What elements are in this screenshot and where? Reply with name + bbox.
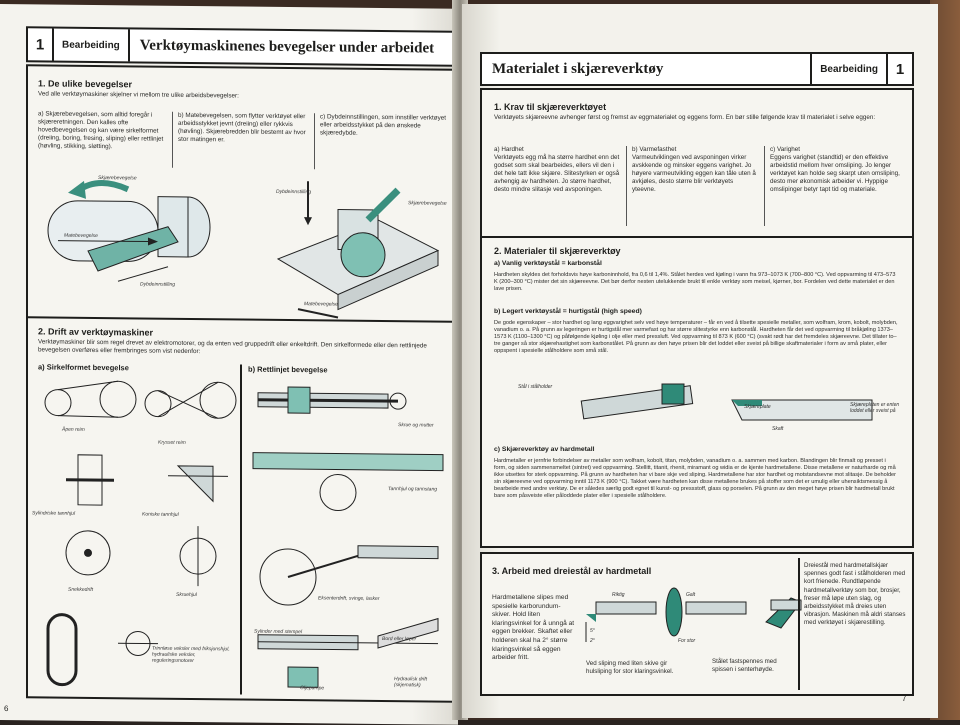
- label-riktig: Riktig: [612, 592, 625, 598]
- section-intro: Verktøyets skjæreevne avhenger først og …: [494, 114, 899, 122]
- page-number: 6: [4, 704, 8, 713]
- label-skruehjul: Skruehjul: [176, 592, 197, 598]
- left-content-frame: 1. De ulike bevegelser Ved alle verktøym…: [26, 64, 456, 703]
- subheading-hard-metal: c) Skjæreverktøy av hardmetall: [494, 446, 595, 453]
- page-number: 7: [902, 694, 906, 703]
- label-trinnlose-veksler: Trinnløse veksler med friksjonshjul, hyd…: [152, 646, 232, 665]
- column-divider: [626, 146, 627, 226]
- label-dybdeinnstilling-2: Dybdeinnstilling: [276, 189, 311, 195]
- requirement-hardness: a) Hardhet Verktøyets egg må ha større h…: [494, 146, 620, 194]
- chapter-number: 1: [888, 54, 912, 84]
- label-oljepumpe: Oljepumpe: [300, 685, 324, 691]
- subheading-circular: a) Sirkelformet bevegelse: [38, 362, 129, 372]
- right-page-header: Materialet i skjæreverktøy Bearbeiding 1: [480, 52, 914, 86]
- movement-b-text: b) Matebevegelsen, som flytter verktøyet…: [178, 112, 306, 145]
- label-krysset-reim: Krysset reim: [158, 440, 186, 446]
- section-divider: [28, 316, 454, 322]
- section-divider: [482, 236, 912, 238]
- text-carbon-steel: Hardheten skyldes det forholdsvis høye k…: [494, 272, 899, 293]
- requirement-heat-resistance: b) Varmefasthet Varmeutviklingen ved avs…: [632, 146, 758, 194]
- column-divider: [240, 365, 242, 695]
- column-divider: [172, 112, 173, 168]
- section3-frame: 3. Arbeid med dreiestål av hardmetall Ha…: [480, 552, 914, 696]
- chapter-number: 1: [28, 28, 54, 60]
- label-matebevegelse: Matebevegelse: [64, 233, 98, 239]
- left-page-header: 1 Bearbeiding Verktøymaskinenes bevegels…: [26, 26, 456, 67]
- label-skjaerebevegelse: Skjærebevegelse: [98, 175, 137, 181]
- label-sidenote-plate: Skjæreplaten er enten loddet eller sveis…: [850, 402, 906, 414]
- label-bord-eller-loper: Bord eller løper: [382, 636, 416, 642]
- section-heading: 2. Drift av verktøymaskiner: [38, 326, 153, 337]
- chapter-tag: Bearbeiding: [54, 29, 130, 62]
- label-angle-2: 2°: [590, 638, 595, 644]
- caption-hollow-grinding: Ved sliping med liten skive gir hulslipi…: [586, 660, 690, 676]
- label-skjaereplate: Skjæreplate: [744, 404, 771, 410]
- page-title: Materialet i skjæreverktøy: [482, 61, 810, 78]
- chapter-tag: Bearbeiding: [810, 54, 888, 84]
- label-snekkedrift: Snekkedrift: [68, 587, 93, 593]
- section-intro: Verktøymaskiner blir som regel drevet av…: [38, 338, 443, 358]
- label-skrue-og-mutter: Skrue og mutter: [398, 422, 434, 428]
- label-sylinder-med-stempel: Sylinder med stempel: [254, 629, 302, 636]
- label-hydraulisk-drift: Hydraulisk drift (skjematisk): [394, 676, 450, 689]
- subheading-linear: b) Rettlinjet bevegelse: [248, 365, 328, 375]
- label-stal-i-stalholder: Stål i stålholder: [518, 384, 552, 390]
- section-heading: 2. Materialer til skjæreverktøy: [494, 246, 621, 256]
- label-eksenterdrift: Eksenterdrift, svinge, lasker: [318, 595, 379, 602]
- section-heading: 1. De ulike bevegelser: [38, 78, 132, 89]
- right-page: Materialet i skjæreverktøy Bearbeiding 1…: [462, 4, 938, 718]
- column-divider: [764, 146, 765, 226]
- text-hard-metal: Hardmetaller er jernfrie forbindelser av…: [494, 458, 899, 500]
- label-tannhjul-og-tannstang: Tannhjul og tannstang: [388, 486, 437, 493]
- text-grinding: Hardmetallene slipes med spesielle karbo…: [492, 594, 578, 663]
- section-heading: 1. Krav til skjæreverktøyet: [494, 102, 606, 112]
- requirement-durability: c) Varighet Eggens varighet (standtid) e…: [770, 146, 900, 194]
- label-galt: Galt: [686, 592, 695, 598]
- movement-c-text: c) Dybdeinnstillingen, som innstiller ve…: [320, 113, 448, 138]
- caption-center-height: Stålet fastspennes med spissen i senterh…: [712, 658, 792, 674]
- tool-holder-illustration: [512, 380, 892, 440]
- text-mounting-advice: Dreiestål med hardmetallskjær spennes go…: [804, 562, 906, 628]
- label-for-stor: For stor: [678, 638, 695, 644]
- right-content-frame: 1. Krav til skjæreverktøyet Verktøyets s…: [480, 88, 914, 548]
- section-heading: 3. Arbeid med dreiestål av hardmetall: [492, 566, 651, 576]
- movement-a-text: a) Skjærebevegelsen, som alltid foregår …: [38, 110, 166, 151]
- column-divider: [798, 558, 800, 690]
- column-divider: [314, 113, 315, 169]
- label-matebevegelse-2: Matebevegelse: [304, 301, 338, 307]
- text-high-speed-steel: De gode egenskaper – stor hardhet og lan…: [494, 320, 899, 355]
- left-page: 1 Bearbeiding Verktøymaskinenes bevegels…: [0, 4, 458, 725]
- label-apen-reim: Åpen reim: [62, 427, 85, 433]
- label-angle-5: 5°: [590, 628, 595, 634]
- subheading-high-speed-steel: b) Legert verktøystål = hurtigstål (high…: [494, 308, 642, 315]
- section-intro: Ved alle verktøymaskiner skjelner vi mel…: [38, 90, 438, 102]
- label-dybdeinnstilling: Dybdeinnstilling: [140, 281, 175, 287]
- label-skaft: Skaft: [772, 426, 783, 432]
- label-sylindriske-tannhjul: Sylindriske tannhjul: [32, 510, 75, 516]
- page-title: Verktøymaskinenes bevegelser under arbei…: [130, 37, 444, 57]
- label-skjaerebevegelse-2: Skjærebevegelse: [408, 200, 447, 206]
- label-koniske-tannhjul: Koniske tannhjul: [142, 511, 179, 517]
- subheading-carbon-steel: a) Vanlig verktøystål = karbonstål: [494, 260, 602, 267]
